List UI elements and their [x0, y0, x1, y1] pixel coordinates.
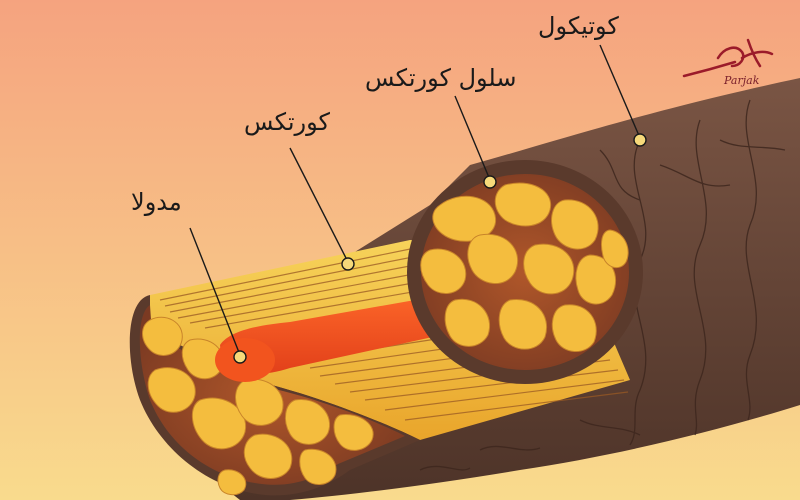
label-cortex: کورتکس [244, 108, 330, 136]
logo-text: Parjak [724, 74, 760, 87]
cuticle-scale-lines [419, 99, 786, 471]
parjak-logo-mark [682, 38, 774, 78]
cortex-cell-blobs-front [142, 316, 374, 496]
cortex-cell-blobs-back [420, 182, 629, 352]
label-cuticle: کوتیکول [538, 12, 619, 40]
pointer-lines [189, 44, 641, 356]
label-medulla: مدولا [131, 188, 182, 216]
pointer-dots [233, 133, 647, 364]
label-cortex-cell: سلول کورتکس [365, 64, 517, 92]
